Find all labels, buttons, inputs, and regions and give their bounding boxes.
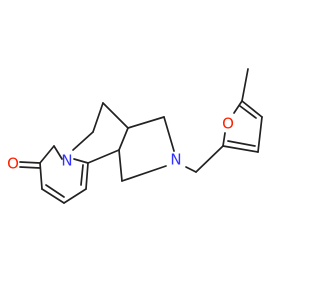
bond xyxy=(239,105,257,119)
bond xyxy=(127,116,165,129)
bond xyxy=(121,165,167,182)
bond xyxy=(80,164,84,186)
bond xyxy=(73,158,89,164)
bond xyxy=(85,162,89,190)
bond xyxy=(102,102,129,129)
bond xyxy=(53,145,63,160)
atom-label-n-amine: N xyxy=(170,151,181,169)
bond xyxy=(41,188,65,204)
bond xyxy=(227,140,256,147)
bond xyxy=(45,184,65,198)
bond xyxy=(195,145,224,173)
bond xyxy=(92,102,104,133)
bond xyxy=(257,116,263,153)
bond xyxy=(185,166,197,173)
bond xyxy=(222,132,226,147)
bond xyxy=(163,116,175,152)
molecule-drawing: N N O O xyxy=(7,68,263,204)
bond xyxy=(19,166,41,169)
bond xyxy=(118,149,123,182)
atom-label-n-pyridone: N xyxy=(61,152,72,170)
bond xyxy=(72,131,94,151)
structure-canvas: N N O O xyxy=(7,68,263,204)
bond xyxy=(39,145,55,164)
bond xyxy=(118,127,129,151)
bond xyxy=(39,162,43,190)
bond xyxy=(87,149,120,164)
bond xyxy=(222,145,259,153)
atom-label-o-furan: O xyxy=(222,115,234,133)
bond xyxy=(241,100,263,118)
bond xyxy=(63,188,87,204)
bond xyxy=(19,161,41,164)
atom-label-o-carbonyl: O xyxy=(7,155,19,173)
bond xyxy=(241,68,249,102)
bond xyxy=(233,100,243,114)
